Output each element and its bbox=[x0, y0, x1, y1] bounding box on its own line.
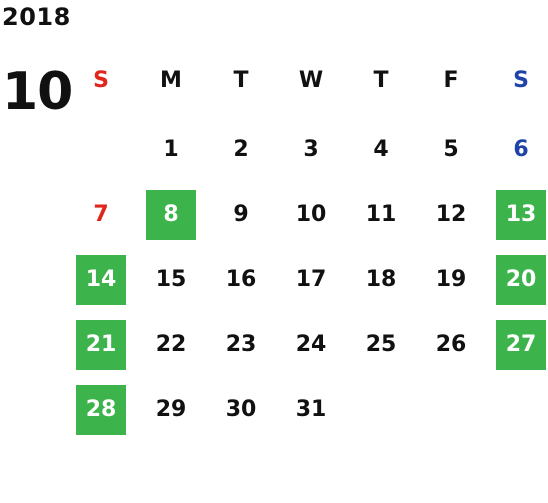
calendar-day[interactable]: 18 bbox=[365, 267, 397, 292]
calendar-day[interactable]: 25 bbox=[365, 332, 397, 357]
calendar-day[interactable]: 7 bbox=[93, 202, 109, 227]
calendar-day[interactable]: 16 bbox=[225, 267, 257, 292]
weekday-sunday: S bbox=[93, 68, 109, 93]
calendar-day[interactable]: 2 bbox=[233, 137, 249, 162]
calendar-day[interactable]: 21 bbox=[76, 320, 126, 370]
calendar-day[interactable]: 11 bbox=[365, 202, 397, 227]
calendar-day[interactable]: 9 bbox=[233, 202, 249, 227]
weekday-wednesday: W bbox=[298, 68, 324, 93]
calendar-day[interactable]: 14 bbox=[76, 255, 126, 305]
year-label: 2018 bbox=[2, 3, 71, 31]
calendar-day[interactable]: 8 bbox=[146, 190, 196, 240]
calendar-day[interactable]: 19 bbox=[435, 267, 467, 292]
calendar-day[interactable]: 29 bbox=[155, 397, 187, 422]
calendar-day[interactable]: 1 bbox=[163, 137, 179, 162]
weekday-monday: M bbox=[160, 68, 182, 93]
calendar-day[interactable]: 17 bbox=[295, 267, 327, 292]
calendar-day[interactable]: 26 bbox=[435, 332, 467, 357]
calendar-day[interactable]: 23 bbox=[225, 332, 257, 357]
calendar-day[interactable]: 31 bbox=[295, 397, 327, 422]
calendar-day[interactable]: 13 bbox=[496, 190, 546, 240]
calendar-day[interactable]: 10 bbox=[295, 202, 327, 227]
calendar-day[interactable]: 28 bbox=[76, 385, 126, 435]
weekday-tuesday: T bbox=[233, 68, 249, 93]
month-number: 10 bbox=[2, 62, 73, 122]
calendar-day[interactable]: 15 bbox=[155, 267, 187, 292]
weekday-friday: F bbox=[443, 68, 459, 93]
weekday-thursday: T bbox=[373, 68, 389, 93]
calendar-day[interactable]: 22 bbox=[155, 332, 187, 357]
weekday-header-row: S M T W T F S bbox=[0, 64, 548, 98]
calendar-day[interactable]: 3 bbox=[303, 137, 319, 162]
calendar-day[interactable]: 24 bbox=[295, 332, 327, 357]
calendar-day[interactable]: 6 bbox=[513, 137, 529, 162]
calendar-day[interactable]: 27 bbox=[496, 320, 546, 370]
calendar-day[interactable]: 20 bbox=[496, 255, 546, 305]
calendar-day[interactable]: 30 bbox=[225, 397, 257, 422]
calendar-day[interactable]: 4 bbox=[373, 137, 389, 162]
calendar-day[interactable]: 12 bbox=[435, 202, 467, 227]
calendar-day[interactable]: 5 bbox=[443, 137, 459, 162]
weekday-saturday: S bbox=[513, 68, 529, 93]
